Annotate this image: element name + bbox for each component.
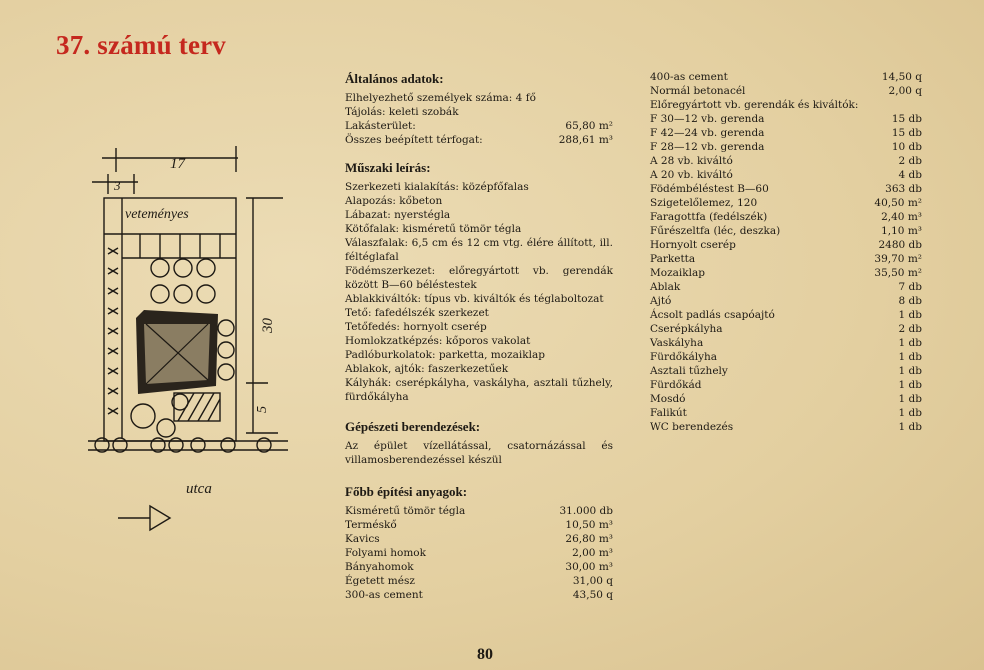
general-row: Elhelyezhető személyek száma: 4 fő <box>345 92 536 104</box>
technical-line: Lábazat: nyerstégla <box>345 209 451 221</box>
plan-height-dimension: 30 <box>260 318 276 335</box>
plan-width-dimension: 17 <box>170 156 187 172</box>
technical-line: Homlokzatképzés: kőporos vakolat <box>345 335 531 347</box>
technical-line: Födémszerkezet: előregyártott vb. gerend… <box>345 265 613 291</box>
plan-side-dimension: 3 <box>113 178 121 193</box>
technical-heading: Műszaki leírás: <box>345 160 431 175</box>
technical-line: Alapozás: kőbeton <box>345 195 443 207</box>
technical-line: Kötőfalak: kisméretű tömör tégla <box>345 223 522 235</box>
material-row: Faragottfa (fedélszék)2,40 m³ <box>650 211 922 223</box>
general-row: Összes beépített térfogat:288,61 m³ <box>345 134 613 146</box>
technical-line: Padlóburkolatok: parketta, mozaiklap <box>345 349 545 361</box>
middle-column: Általános adatok: Elhelyezhető személyek… <box>345 72 613 602</box>
technical-line: Tetőfedés: hornyolt cserép <box>345 321 487 333</box>
plan-street-label: utca <box>186 481 212 497</box>
technical-list: Szerkezeti kialakítás: középfőfalas Alap… <box>345 180 613 404</box>
site-plan-sketch: 17 3 veteményes 30 5 utca <box>88 146 288 532</box>
technical-line: Ablakok, ajtók: faszerkezetűek <box>345 363 509 375</box>
page-number: 80 <box>477 646 493 663</box>
technical-line: Tető: fafedélszék szerkezet <box>345 307 489 319</box>
plan-garden-label: veteményes <box>125 207 189 222</box>
material-row: Fűrészeltfa (léc, deszka)1,10 m³ <box>650 225 922 237</box>
page-title: 37. számú terv <box>56 30 227 60</box>
technical-line: Kályhák: cserépkályha, vaskályha, asztal… <box>345 377 613 403</box>
mechanical-heading: Gépészeti berendezések: <box>345 419 481 434</box>
mechanical-text: Az épület vízellátással, csatornázással … <box>345 440 613 466</box>
technical-line: Válaszfalak: 6,5 cm és 12 cm vtg. élére … <box>345 237 613 263</box>
general-data-list: Elhelyezhető személyek száma: 4 fő Tájol… <box>345 91 613 147</box>
general-row: Lakásterület:65,80 m² <box>345 120 613 132</box>
technical-line: Szerkezeti kialakítás: középfőfalas <box>345 181 529 193</box>
plan-front-dimension: 5 <box>255 406 270 413</box>
technical-line: Ablakkiváltók: típus vb. kiváltók és tég… <box>345 293 604 305</box>
general-row: Tájolás: keleti szobák <box>345 106 459 118</box>
material-row: Előregyártott vb. gerendák és kiváltók: <box>650 99 859 111</box>
general-data-heading: Általános adatok: <box>345 71 444 86</box>
materials-heading: Főbb építési anyagok: <box>345 484 468 499</box>
